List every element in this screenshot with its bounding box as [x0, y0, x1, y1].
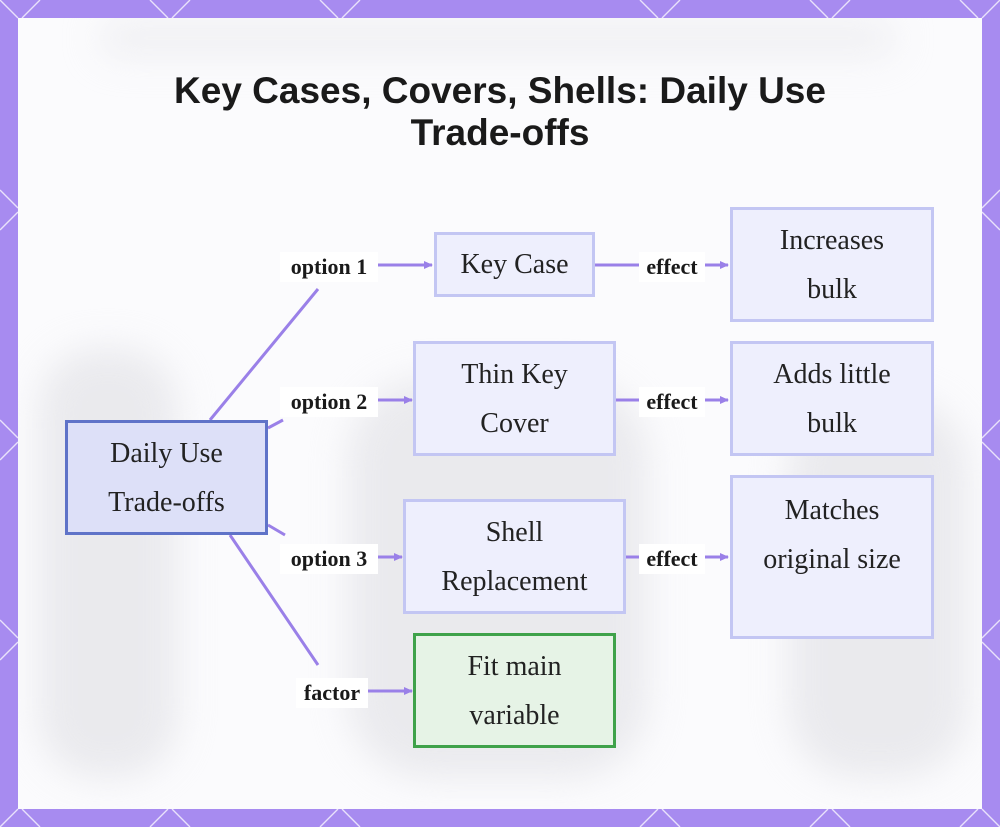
edge-label-option-2: option 2 [280, 387, 378, 417]
node-key-case: Key Case [434, 232, 595, 297]
node-label: Daily Use [110, 437, 223, 469]
node-label: Shell [485, 516, 544, 548]
node-label: Key Case [460, 249, 569, 280]
background-blur [38, 348, 178, 778]
node-label: bulk [807, 273, 857, 305]
edge-root-to-key-case [208, 265, 432, 421]
edge-label-effect-1: effect [639, 252, 705, 282]
node-label: original size [763, 544, 901, 575]
node-label: Cover [480, 407, 549, 439]
node-increases-bulk: Increases bulk [730, 207, 934, 322]
diagram-title: Key Cases, Covers, Shells: Daily Use Tra… [0, 70, 1000, 154]
node-label: Adds little [773, 358, 891, 390]
edge-root-to-shell [267, 523, 402, 557]
node-label: Thin Key [461, 358, 568, 390]
edge-root-to-thin-cover [267, 400, 412, 430]
edge-label-option-1: option 1 [280, 252, 378, 282]
title-line-2: Trade-offs [410, 112, 590, 153]
edge-label-factor: factor [296, 678, 368, 708]
node-label: Trade-offs [108, 486, 225, 518]
node-daily-use-tradeoffs: Daily Use Trade-offs [65, 420, 268, 535]
edge-root-to-fit [228, 534, 412, 691]
node-label: Fit main [467, 650, 562, 682]
node-label: Matches [784, 495, 880, 526]
node-thin-key-cover: Thin Key Cover [413, 341, 616, 456]
edge-label-effect-2: effect [639, 387, 705, 417]
node-label: Increases [779, 224, 885, 256]
node-matches-original-size: Matches original size [730, 475, 934, 639]
node-label: variable [469, 699, 560, 731]
title-line-1: Key Cases, Covers, Shells: Daily Use [174, 70, 826, 111]
node-label: Replacement [441, 565, 588, 597]
node-label: bulk [807, 407, 857, 439]
node-fit-main-variable: Fit main variable [413, 633, 616, 748]
edge-label-effect-3: effect [639, 544, 705, 574]
node-adds-little-bulk: Adds little bulk [730, 341, 934, 456]
edge-label-option-3: option 3 [280, 544, 378, 574]
node-shell-replacement: Shell Replacement [403, 499, 626, 614]
background-blur [98, 18, 898, 58]
